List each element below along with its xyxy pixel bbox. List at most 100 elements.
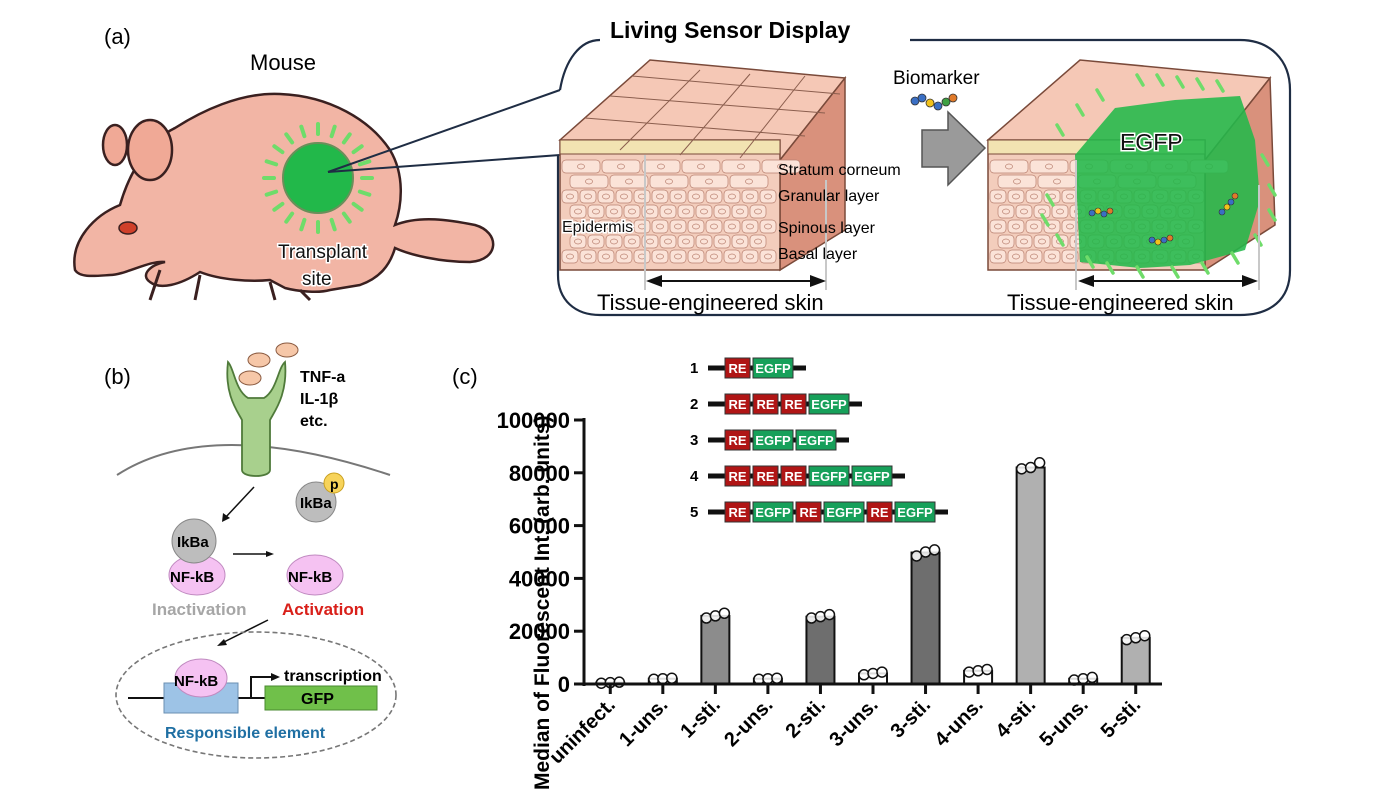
biomarker-label: Biomarker [893,68,980,89]
epidermis-label: Epidermis [562,219,633,236]
ligand [275,342,299,358]
cell-nucleus [584,223,592,230]
construct-part-label: RE [728,469,746,484]
construct-part-label: RE [728,505,746,520]
construct-part-egfp [795,429,837,451]
cell [597,249,615,264]
cell [561,159,601,174]
signal-arrow [224,486,255,519]
cell-nucleus [1012,253,1020,260]
cell-nucleus [610,238,618,245]
glow-dash [1215,79,1225,93]
cell-grid [561,159,801,264]
glow-dash [264,159,279,167]
cell [989,219,1007,234]
phospho-group [323,472,345,494]
cell-nucleus [584,253,592,260]
cell [741,219,759,234]
x-tick-label: 5-uns. [1036,694,1093,751]
x-tick-label: 4-uns. [930,694,987,751]
construct-part-label: EGFP [811,397,847,412]
cell [601,159,641,174]
glow-dash [1200,261,1210,275]
x-tick-label: 5-sti. [1097,694,1146,743]
mouse-ear-back [101,123,129,167]
cell-nucleus [665,178,673,185]
cell [1051,204,1069,219]
cell-nucleus [736,238,744,245]
construct-part-label: RE [799,505,817,520]
glow-dash [1195,77,1205,91]
ikba-bound [171,518,217,564]
glow-dash [341,211,352,224]
layer-label-1: Granular layer [778,188,880,205]
bar-1-sti [700,614,731,685]
panel-b: (b) TNF-a IL-1β etc. p IkBa IkBa NF-kB N… [104,342,397,759]
cell-nucleus [1020,208,1028,215]
glow-dash [1095,88,1105,102]
cell-nucleus [682,238,690,245]
cell-nucleus [1066,223,1074,230]
cell [749,234,767,249]
cell-nucleus [674,253,682,260]
cell [989,249,1007,264]
cell-nucleus [656,193,664,200]
construct-part-label: EGFP [755,361,791,376]
panel-c-label: (c) [452,364,478,389]
cell [687,249,705,264]
cell [705,189,723,204]
mouse-label: Mouse [250,50,316,75]
cell [1007,249,1025,264]
cell [1025,249,1043,264]
cell-nucleus [1048,253,1056,260]
egfp-spot [282,142,354,214]
ikba-label: IkBa [177,534,209,551]
glow-dash [1267,183,1277,197]
display-frame [556,38,1292,317]
transplant-label-line2: site [302,269,332,290]
mouse-ear [126,118,174,182]
panel-a: (a) Mouse Transplant site Living Sensor … [73,17,1292,317]
y-tick-label: 60000 [509,514,570,539]
cell-nucleus [994,193,1002,200]
cell-nucleus [728,253,736,260]
cell-nucleus [574,208,582,215]
cell-nucleus [620,193,628,200]
glow-dash [1040,213,1050,227]
data-point [1024,461,1037,474]
glow-dash [1170,265,1180,279]
glow-dash [284,132,295,145]
nuclear-arrowhead [217,639,227,646]
cell-nucleus [620,253,628,260]
construct-id: 5 [690,504,698,521]
glow-dash [1045,193,1055,207]
layer-label-0: Stratum corneum [778,162,901,179]
ligand-label-2: etc. [300,413,328,430]
cell [569,234,587,249]
transplant-site [262,122,374,234]
cell-nucleus [1013,178,1021,185]
cell-nucleus [1020,238,1028,245]
cell [695,204,713,219]
cell [579,249,597,264]
cell-nucleus [692,193,700,200]
cell-nucleus [1056,208,1064,215]
glow-dash [1085,255,1095,269]
cell [1015,234,1033,249]
construct-id: 3 [690,432,698,449]
cell [597,189,615,204]
construct-part-re [752,465,779,487]
construct-part-label: RE [728,361,746,376]
cell-nucleus [1030,223,1038,230]
x-tick-label: 1-uns. [615,694,672,751]
glow-dash [1105,261,1115,275]
glow-dash [272,201,285,212]
glow-dash [329,124,337,139]
biomarker-icon [910,93,958,111]
cell [731,204,749,219]
cell [669,219,687,234]
cell [651,219,669,234]
x-tick-label: 3-uns. [825,694,882,751]
construct-part-re [724,465,751,487]
cell [741,249,759,264]
